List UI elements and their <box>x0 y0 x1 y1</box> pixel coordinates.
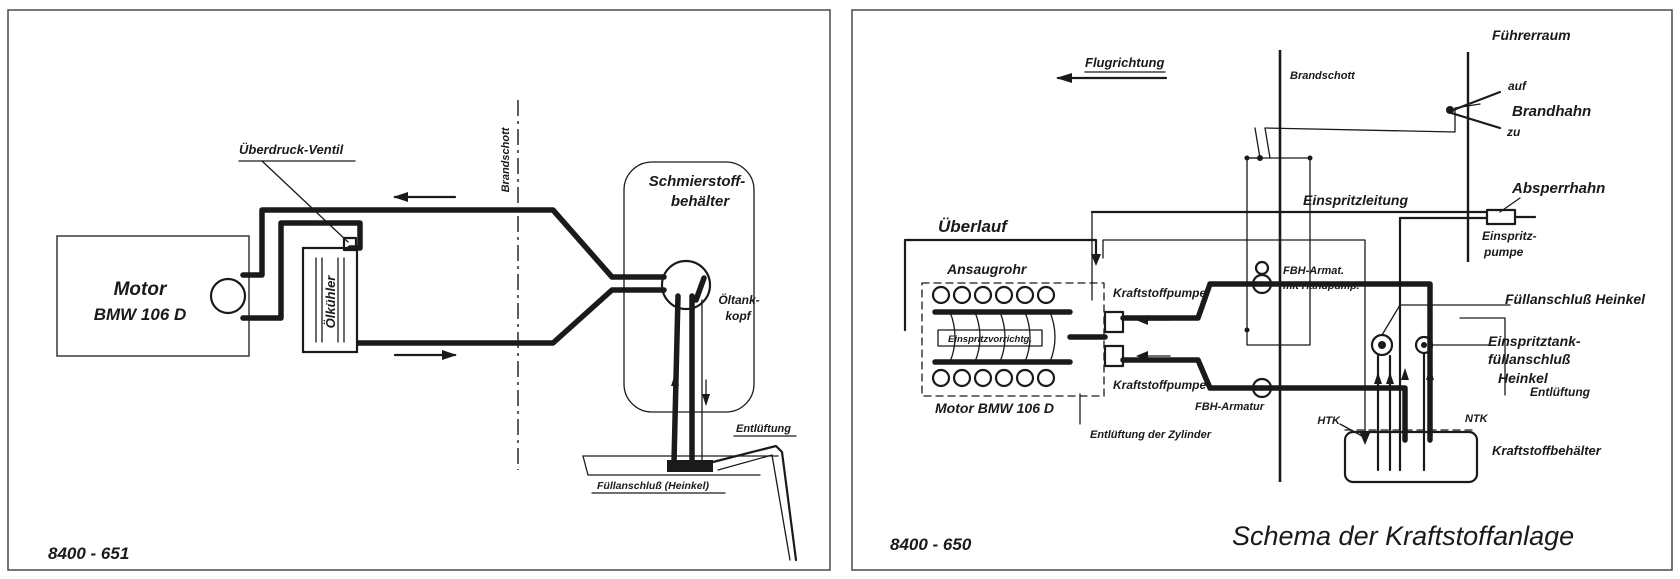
tank-inlet-arrows <box>1374 368 1434 384</box>
fbh-hand-top-circle <box>1254 260 1270 276</box>
intake-pipe-label: Ansaugrohr <box>946 261 1028 277</box>
cockpit-label: Führerraum <box>1492 27 1571 43</box>
inj-tank-filler-core <box>1421 342 1427 348</box>
injection-rails <box>932 309 1073 365</box>
motor-pump-circle <box>209 277 247 315</box>
tank-head-label-2: kopf <box>725 309 751 323</box>
injection-feeds <box>949 311 1056 363</box>
left-diagram: Motor BMW 106 D Ölkühler Überdruck-Venti… <box>7 9 831 571</box>
right-vent-line <box>1459 317 1506 396</box>
fuel-line-top <box>1120 281 1265 321</box>
oil-tank-label-1: Schmierstoff- <box>649 173 745 190</box>
flight-direction-label: Flugrichtung <box>1085 55 1164 70</box>
cylinder-row-bottom <box>931 368 1056 388</box>
left-drawing-code: 8400 - 651 <box>48 544 129 563</box>
left-frame <box>7 9 831 571</box>
vent-line <box>711 444 798 562</box>
fuel-pump-bottom-body <box>1103 344 1125 368</box>
overflow-return-arrow <box>1360 433 1370 445</box>
right-vent-label: Entlüftung <box>1530 385 1591 399</box>
injection-line-label: Einspritzleitung <box>1303 192 1408 208</box>
primer-pump-body <box>1485 208 1517 226</box>
fuel-tank-label: Kraftstoffbehälter <box>1492 443 1602 458</box>
motor-model: BMW 106 D <box>94 305 187 324</box>
fire-valve-closed-label: zu <box>1506 125 1521 139</box>
oil-line-top-inner <box>240 220 363 321</box>
left-firewall-label: Brandschott <box>500 126 512 192</box>
right-firewall-label: Brandschott <box>1290 70 1356 82</box>
inj-tank-label-1: Einspritztank- <box>1488 333 1581 349</box>
right-drawing-code: 8400 - 650 <box>890 535 972 554</box>
overflow-arrow <box>1091 254 1101 266</box>
overpressure-valve-symbol <box>342 236 358 252</box>
primer-pump-label-1: Einspritz- <box>1482 229 1537 243</box>
injection-device-box <box>937 329 1043 347</box>
tank-head-label-1: Öltank- <box>718 292 759 307</box>
injection-device-label: Einspritzvorrichtg. <box>948 334 1032 345</box>
fuel-line-top-tank <box>1259 281 1433 443</box>
filler-block <box>667 460 713 472</box>
fuel-tank-outline <box>1343 430 1479 484</box>
fuel-pump-top-body <box>1103 310 1125 334</box>
flow-arrow-top-head <box>393 192 408 202</box>
fbh-hand-label-1: FBH-Armat. <box>1283 265 1344 277</box>
shutoff-leader <box>1499 197 1521 213</box>
filler-heinkel-core <box>1378 341 1386 349</box>
primer-pump-label-2: pumpe <box>1483 245 1524 259</box>
cylinder-vent-label: Entlüftung der Zylinder <box>1090 429 1212 441</box>
fuel-line-bottom <box>1120 357 1265 391</box>
vent-line-inner <box>717 454 791 561</box>
fire-valve-open-label: auf <box>1508 79 1527 93</box>
fire-valve-linkage <box>1244 90 1502 346</box>
oil-line-top-outer <box>240 207 667 280</box>
ntk-label: NTK <box>1465 413 1489 425</box>
htk-leader <box>1339 423 1363 437</box>
htk-label: HTK <box>1317 415 1341 427</box>
filler-heinkel-label: Füllanschluß Heinkel <box>1505 291 1646 307</box>
cylinder-row-top <box>931 285 1056 305</box>
fuel-line-bottom-tank <box>1259 385 1408 443</box>
right-title: Schema der Kraftstoffanlage <box>1232 521 1574 551</box>
oil-tank-label-2: behälter <box>671 193 731 210</box>
shutoff-valve-label: Absperrhahn <box>1511 180 1605 197</box>
motor-outline-dashed <box>921 282 1105 397</box>
right-diagram: Schema der Kraftstoffanlage 8400 - 650 F… <box>851 9 1673 571</box>
overpressure-leader <box>261 160 349 243</box>
oil-cooler-label: Ölkühler <box>323 275 338 329</box>
left-vent-label: Entlüftung <box>736 423 791 435</box>
tank-head-circle <box>660 259 712 311</box>
overpressure-valve-label: Überdruck-Ventil <box>239 142 344 157</box>
filler-heinkel-leader <box>1381 304 1511 336</box>
oil-tank-outline <box>623 161 755 413</box>
fbh-label: FBH-Armatur <box>1195 401 1265 413</box>
filler-label: Füllanschluß (Heinkel) <box>597 480 710 492</box>
fbh-hand-circle <box>1251 273 1273 295</box>
oil-cooler-box <box>301 246 359 354</box>
fbh-circle <box>1251 377 1273 399</box>
filler-left-edge <box>582 455 589 476</box>
overflow-return <box>1102 239 1366 441</box>
motor-label: Motor <box>114 279 168 300</box>
flight-direction-head <box>1056 73 1072 83</box>
oil-line-bottom <box>347 287 667 346</box>
inj-tank-label-2: füllanschluß <box>1488 351 1571 367</box>
oil-cooler-fins <box>315 257 345 343</box>
fuel-pump-top-label: Kraftstoffpumpe <box>1113 286 1206 300</box>
right-motor-label: Motor BMW 106 D <box>935 400 1054 416</box>
tank-pipes <box>671 275 710 465</box>
inj-tank-label-3: Heinkel <box>1498 370 1549 386</box>
flow-arrow-pump-bottom-head <box>1136 351 1148 361</box>
fire-valve-label: Brandhahn <box>1512 103 1591 120</box>
fbh-hand-label-2: mit Handpump. <box>1283 280 1359 292</box>
overflow-line <box>903 238 1098 332</box>
flow-arrow-pump-top-head <box>1136 315 1148 325</box>
flow-arrow-bottom-head <box>442 350 457 360</box>
overflow-label: Überlauf <box>938 217 1009 236</box>
right-frame <box>851 9 1673 571</box>
fuel-pump-bottom-label: Kraftstoffpumpe <box>1113 378 1206 392</box>
motor-box <box>56 235 250 357</box>
